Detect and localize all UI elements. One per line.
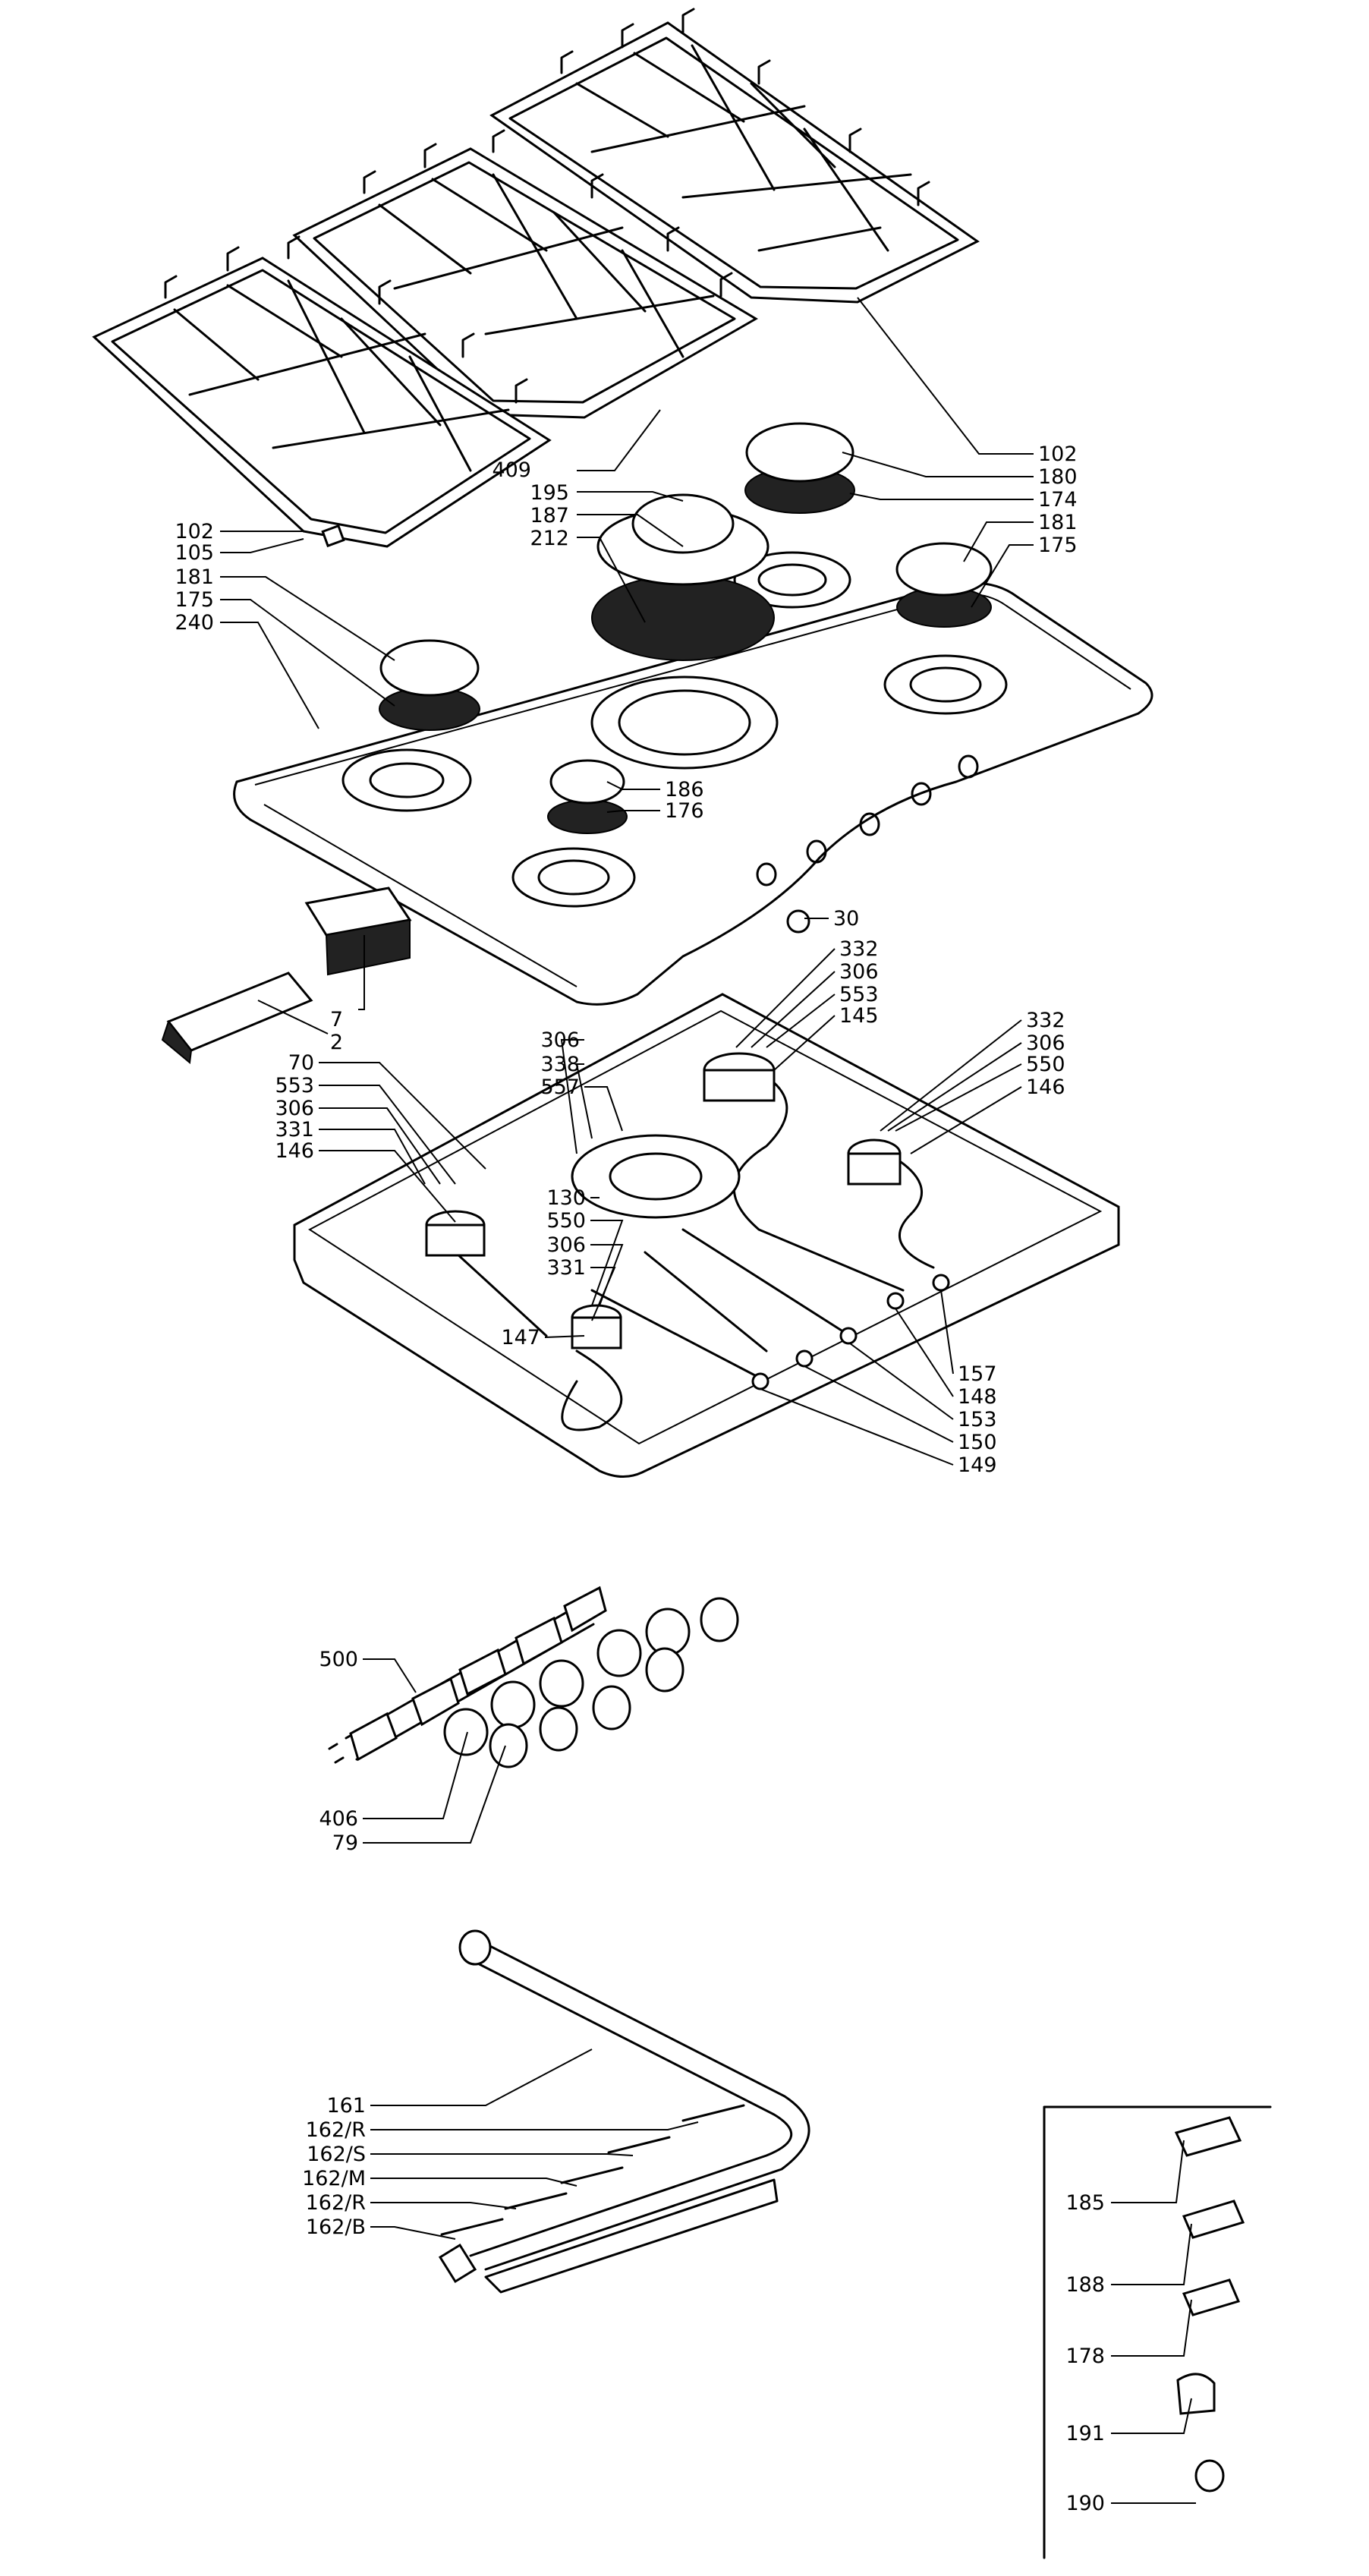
label-7: 7 bbox=[330, 1008, 343, 1031]
label-145: 145 bbox=[839, 1004, 879, 1028]
label-338: 338 bbox=[540, 1053, 580, 1076]
label-162-b: 162/B bbox=[306, 2215, 366, 2239]
burner-front-small bbox=[547, 759, 628, 834]
hob-top-plate bbox=[233, 551, 1153, 1006]
ignition-button-part bbox=[786, 909, 810, 934]
label-175: 175 bbox=[1038, 534, 1078, 557]
label-162-m: 162/M bbox=[302, 2167, 366, 2190]
leader-lines bbox=[220, 297, 1196, 2504]
label-553: 553 bbox=[839, 983, 879, 1006]
label-306: 306 bbox=[1026, 1031, 1065, 1055]
label-186: 186 bbox=[665, 778, 704, 801]
pan-support-grid-left bbox=[92, 235, 552, 548]
label-306: 306 bbox=[839, 960, 879, 984]
label-331: 331 bbox=[546, 1256, 586, 1280]
pan-support-grid-right bbox=[489, 8, 980, 304]
label-130: 130 bbox=[546, 1186, 586, 1210]
burner-cup-left bbox=[425, 1210, 486, 1257]
label-157: 157 bbox=[958, 1362, 997, 1386]
label-306: 306 bbox=[540, 1028, 580, 1052]
label-70: 70 bbox=[288, 1051, 314, 1075]
label-550: 550 bbox=[1026, 1053, 1065, 1076]
label-195: 195 bbox=[530, 481, 569, 505]
label-191: 191 bbox=[1065, 2422, 1105, 2445]
label-146: 146 bbox=[275, 1139, 314, 1163]
label-105: 105 bbox=[175, 541, 214, 565]
label-332: 332 bbox=[1026, 1009, 1065, 1032]
label-162-r: 162/R bbox=[306, 2191, 366, 2215]
burner-cup-rear bbox=[703, 1052, 776, 1102]
label-406: 406 bbox=[319, 1807, 358, 1831]
burner-cup-front bbox=[571, 1304, 622, 1349]
label-212: 212 bbox=[530, 527, 569, 550]
label-102: 102 bbox=[1038, 442, 1078, 466]
label-181: 181 bbox=[175, 565, 214, 589]
label-306: 306 bbox=[546, 1233, 586, 1257]
label-331: 331 bbox=[275, 1118, 314, 1142]
gas-manifold bbox=[438, 1929, 810, 2294]
label-332: 332 bbox=[839, 937, 879, 961]
label-147: 147 bbox=[501, 1326, 540, 1349]
ignition-generator bbox=[304, 886, 412, 976]
label-550: 550 bbox=[546, 1209, 586, 1233]
label-240: 240 bbox=[175, 611, 214, 635]
pipe-nuts bbox=[751, 1274, 950, 1390]
callout-labels: 102 180 174 181 175 409 195 187 212 102 … bbox=[175, 442, 1105, 2515]
rubber-foot-part bbox=[321, 524, 345, 548]
label-187: 187 bbox=[530, 504, 569, 527]
label-185: 185 bbox=[1065, 2191, 1105, 2215]
label-79: 79 bbox=[332, 1831, 358, 1855]
conversion-kit-box bbox=[1043, 2105, 1272, 2559]
label-161: 161 bbox=[326, 2094, 366, 2118]
label-102: 102 bbox=[175, 520, 214, 543]
label-500: 500 bbox=[319, 1648, 358, 1671]
label-2: 2 bbox=[330, 1031, 343, 1054]
label-174: 174 bbox=[1038, 488, 1078, 512]
label-190: 190 bbox=[1065, 2492, 1105, 2515]
label-180: 180 bbox=[1038, 465, 1078, 489]
switch-block bbox=[161, 972, 313, 1064]
pan-support-grid-centre bbox=[292, 129, 758, 419]
burner-right bbox=[895, 542, 993, 628]
label-162-r: 162/R bbox=[306, 2118, 366, 2142]
burner-wok-centre bbox=[591, 493, 775, 661]
label-557: 557 bbox=[540, 1075, 580, 1099]
label-150: 150 bbox=[958, 1431, 997, 1454]
label-181: 181 bbox=[1038, 511, 1078, 534]
burner-rear-right bbox=[744, 422, 855, 514]
burner-left bbox=[379, 639, 480, 731]
label-148: 148 bbox=[958, 1385, 997, 1409]
label-188: 188 bbox=[1065, 2273, 1105, 2297]
label-306: 306 bbox=[275, 1097, 314, 1120]
label-146: 146 bbox=[1026, 1075, 1065, 1099]
label-30: 30 bbox=[833, 907, 859, 931]
control-knobs bbox=[443, 1597, 739, 1768]
label-176: 176 bbox=[665, 799, 704, 823]
label-178: 178 bbox=[1065, 2345, 1105, 2368]
injector-nozzles bbox=[440, 2104, 745, 2236]
label-175: 175 bbox=[175, 588, 214, 612]
label-409: 409 bbox=[492, 458, 531, 482]
label-149: 149 bbox=[958, 1453, 997, 1477]
label-153: 153 bbox=[958, 1408, 997, 1431]
burner-cup-centre bbox=[571, 1134, 741, 1219]
gas-tap-rail bbox=[328, 1586, 607, 1764]
burner-cup-right bbox=[847, 1138, 902, 1186]
label-553: 553 bbox=[275, 1074, 314, 1097]
label-162-s: 162/S bbox=[307, 2143, 366, 2166]
